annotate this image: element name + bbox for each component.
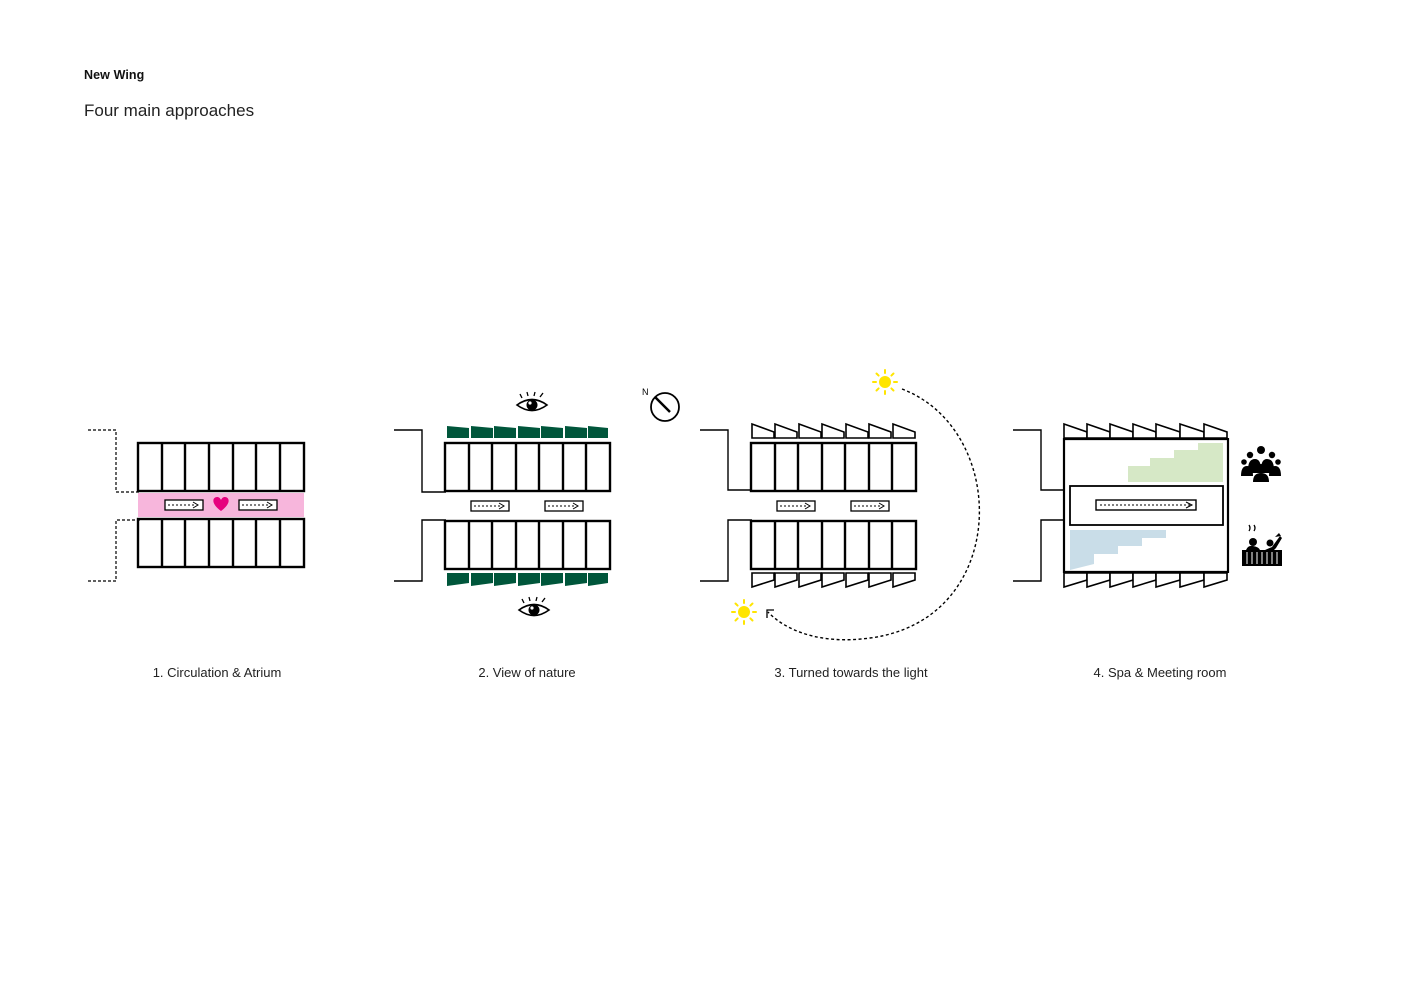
heart-icon — [213, 497, 229, 511]
sun-icon — [872, 369, 898, 395]
room-row-bottom — [136, 517, 306, 569]
panel-turned-towards-light — [700, 369, 981, 641]
panel-circulation-atrium — [88, 429, 306, 582]
existing-building-outline-bottom — [700, 519, 752, 582]
room-row-bottom — [749, 519, 918, 571]
room-row-bottom — [443, 519, 612, 571]
room-row-top — [136, 441, 306, 493]
existing-building-outline-top — [700, 429, 752, 491]
existing-building-outline-bottom — [1013, 519, 1065, 582]
meeting-room-stepped-seating — [1128, 443, 1223, 482]
meeting-people-icon — [1241, 446, 1281, 482]
panel-spa-meeting-room — [1013, 422, 1282, 589]
caption-circulation-atrium: 1. Circulation & Atrium — [152, 665, 282, 680]
existing-building-outline-top — [1013, 429, 1065, 491]
caption-spa-meeting-room: 4. Spa & Meeting room — [1093, 665, 1227, 680]
panel-view-of-nature — [394, 391, 612, 617]
spa-icon — [1242, 524, 1282, 566]
existing-building-outline-bottom — [394, 519, 446, 582]
page-subtitle: Four main approaches — [84, 101, 255, 120]
dashed-arrow-icon — [544, 500, 584, 512]
dashed-arrow-icon — [238, 499, 278, 511]
existing-building-outline-top — [88, 429, 140, 493]
dashed-arrow-icon — [1095, 499, 1197, 511]
spa-stepped-pool — [1070, 530, 1166, 570]
caption-view-of-nature: 2. View of nature — [478, 665, 576, 680]
dashed-arrow-icon — [776, 500, 816, 512]
caption-turned-towards-light: 3. Turned towards the light — [774, 665, 928, 680]
section-label: New Wing — [84, 68, 145, 82]
existing-building-outline-top — [394, 429, 446, 493]
sun-icon — [731, 599, 757, 625]
sun-path-arc — [767, 388, 981, 641]
room-row-top — [749, 441, 918, 493]
compass-north-label: N — [642, 387, 649, 397]
wing-outer-walls — [1062, 437, 1230, 574]
green-louvres-bottom — [447, 573, 608, 586]
existing-building-outline-bottom — [88, 519, 140, 582]
north-arrow-icon: N — [642, 387, 680, 422]
dashed-arrow-icon — [470, 500, 510, 512]
eye-icon — [518, 596, 550, 617]
dashed-arrow-icon — [164, 499, 204, 511]
sawtooth-louvres-bottom — [751, 572, 916, 589]
sawtooth-louvres-bottom — [1063, 572, 1228, 589]
eye-icon — [516, 391, 548, 412]
sun-path-arrowhead — [766, 609, 774, 618]
sawtooth-louvres-top — [1063, 422, 1228, 439]
dashed-arrow-icon — [850, 500, 890, 512]
room-row-top — [443, 441, 612, 493]
sawtooth-louvres-top — [751, 422, 916, 439]
green-louvres-top — [447, 426, 608, 438]
